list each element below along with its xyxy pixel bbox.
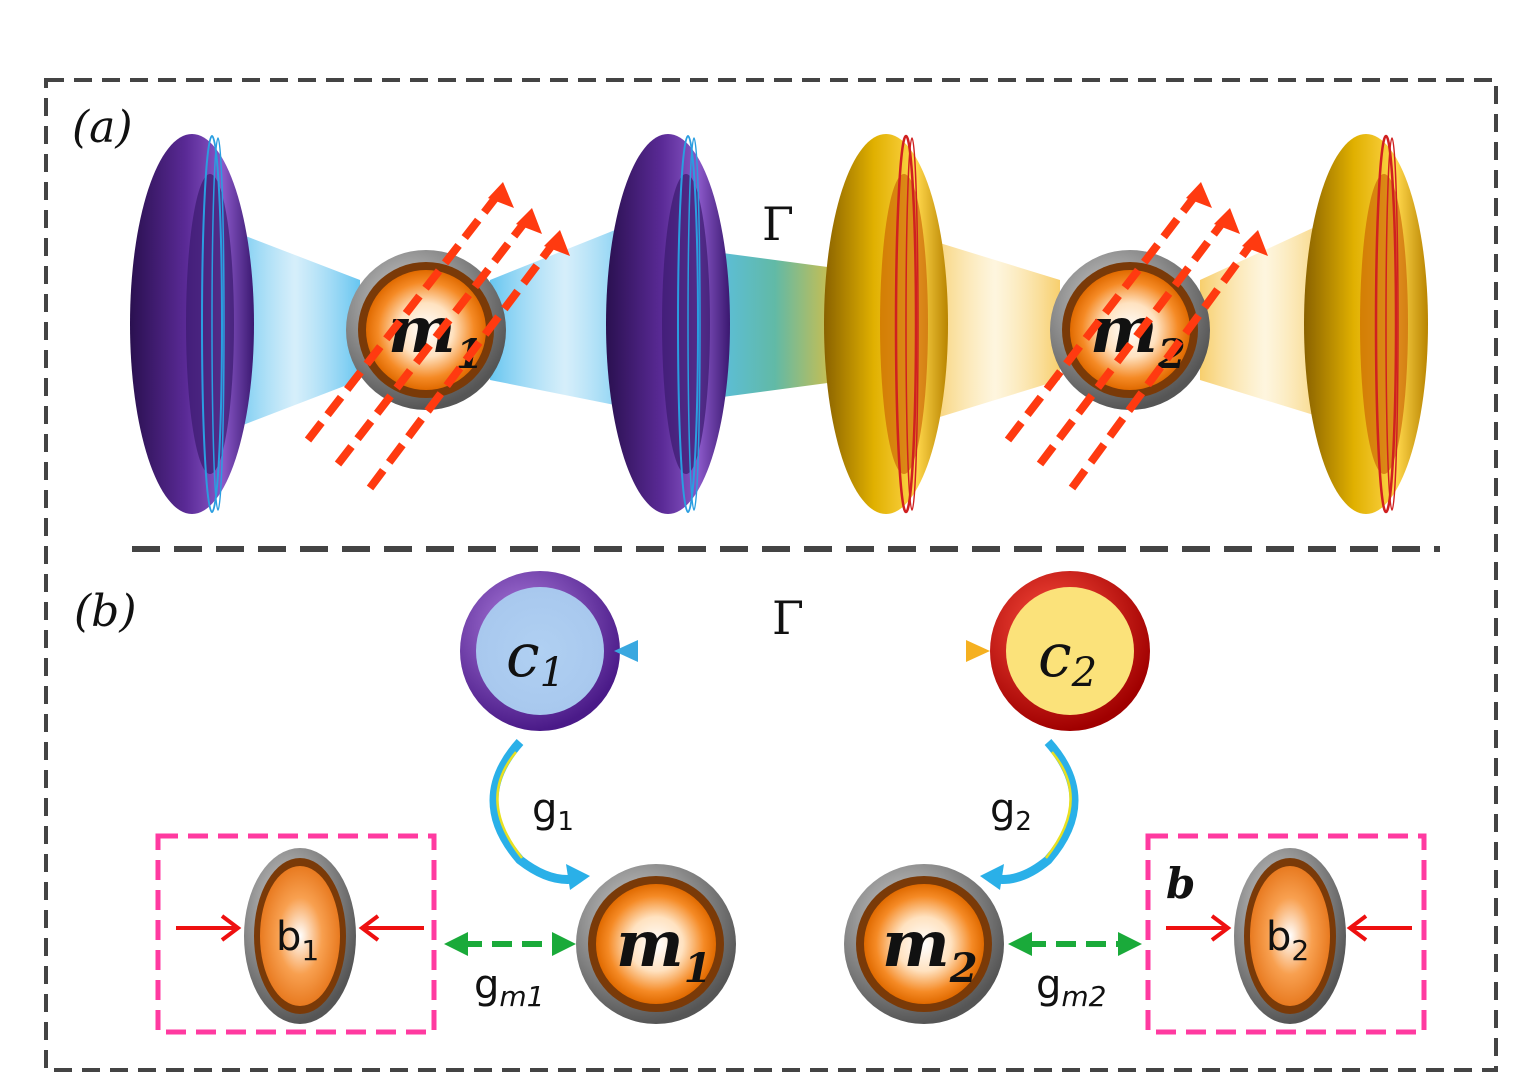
magnon-node-1-label: m1 [616,907,712,992]
gm1-arrowhead-right [552,932,576,956]
outer-frame [44,78,1498,1072]
g1-arrowhead [566,864,590,890]
cavity-1-label: c1 [506,621,565,696]
g2-arrowhead [980,864,1004,890]
gm2-arrowhead-left [1008,932,1032,956]
beam-cavity-1-left [230,230,360,430]
phonon-node-2: b2 [1234,848,1346,1024]
phonon-1-label: b1 [276,914,319,967]
magnon-node-2: m2 [844,864,1004,1024]
torus-mirror-1 [130,134,254,514]
gm1-label: gm1 [474,962,544,1013]
gamma-label-a: Γ [762,197,794,251]
torus-mirror-4 [1304,134,1428,514]
g1-coupling-arrow [489,738,582,885]
cavity-node-2: c2 [990,571,1150,731]
cavity-node-1: c1 [460,571,620,731]
drive-arrows-1 [304,189,560,491]
g2-label: g2 [990,786,1032,837]
beam-cavity-1-right [490,220,640,410]
g2-coupling-arrow [988,738,1079,885]
phonon-box-1 [155,833,437,1035]
panel-b-label: (b) [74,586,137,637]
gamma-arrowhead-left [614,640,638,662]
stray-b-label: b [1166,859,1195,908]
drive-arrows-2 [1004,189,1258,491]
panel-a: (a) Γ [72,102,1428,514]
g1-label: g1 [532,786,574,837]
magnon-node-2-label: m2 [882,907,978,992]
phonon-2-label: b2 [1266,914,1309,967]
squeeze-arrows-1 [176,914,424,942]
torus-mirror-2 [606,134,730,514]
gm2-arrowhead-right [1118,932,1142,956]
gamma-label-b: Γ [772,591,804,645]
squeeze-arrows-2 [1166,914,1412,942]
beam-coupling [700,250,850,400]
phonon-node-1: b1 [244,848,356,1024]
panel-a-label: (a) [72,102,133,153]
gamma-arrowhead-right [966,640,990,662]
torus-mirror-3 [824,134,948,514]
drive-arrowheads-2 [1186,182,1268,256]
magnon-sphere-1: m1 [346,250,506,410]
drive-arrowheads-1 [488,182,570,256]
cavity-2-label: c2 [1038,621,1097,696]
panel-b: (b) c1 c2 Γ g1 g2 m1 [74,571,1427,1035]
gm1-arrowhead-left [444,932,468,956]
magnon-node-1: m1 [576,864,736,1024]
gm2-label: gm2 [1036,962,1106,1013]
phonon-box-2 [1145,833,1427,1035]
beam-cavity-2-left [930,240,1060,420]
